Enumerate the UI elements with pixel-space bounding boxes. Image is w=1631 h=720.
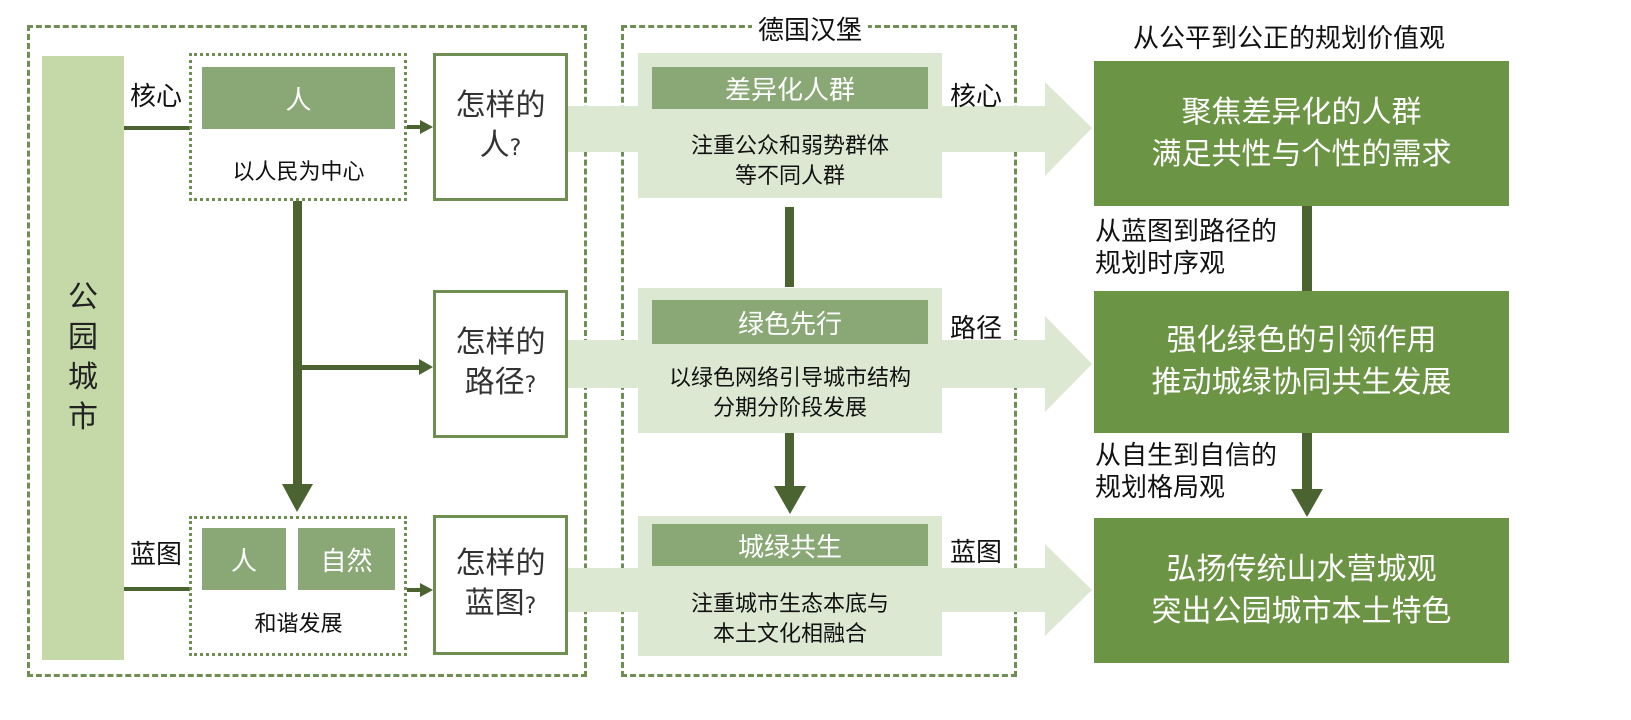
people-center-text: 以人民为中心 <box>232 160 365 185</box>
right-connector-1 <box>1302 206 1312 291</box>
people-group <box>189 53 407 201</box>
question-people-line1: 怎样的 <box>455 87 546 123</box>
right-link-1: 从蓝图到路径的 规划时序观 <box>1095 216 1277 280</box>
right-box-1-line1: 聚焦差异化的人群 <box>1181 94 1422 130</box>
park-city-char-2: 园 <box>68 320 98 355</box>
right-box-2-line1: 强化绿色的引领作用 <box>1166 323 1437 358</box>
right-box-3-line2: 突出公园城市本土特色 <box>1151 593 1452 629</box>
mid-panel-3-line1: 注重城市生态本底与 <box>690 592 889 617</box>
right-link-1-line2: 规划时序观 <box>1095 249 1226 279</box>
mid-panel-3-text: 注重城市生态本底与 本土文化相融合 <box>638 590 942 650</box>
right-box-3-line1: 弘扬传统山水营城观 <box>1166 551 1437 587</box>
question-blueprint: 怎样的 蓝图? <box>433 515 568 655</box>
mid-panel-1-line2: 等不同人群 <box>734 164 845 189</box>
label-blueprint-left: 蓝图 <box>130 540 183 570</box>
question-people-mark: ? <box>509 135 522 161</box>
right-link-1-line1: 从蓝图到路径的 <box>1095 217 1278 247</box>
question-path: 怎样的 路径? <box>433 290 568 438</box>
right-box-2: 强化绿色的引领作用 推动城绿协同共生发展 <box>1094 291 1509 433</box>
mid-panel-2-line1: 以绿色网络引导城市结构 <box>668 366 911 391</box>
right-arrowhead-down <box>1291 489 1323 517</box>
arrowhead-people-to-question <box>420 120 433 134</box>
mid-arrowhead-down <box>774 486 806 514</box>
park-city-char-1: 公 <box>68 280 98 315</box>
question-people: 怎样的 人? <box>433 53 568 201</box>
middle-title: 德国汉堡 <box>752 10 869 47</box>
mid-panel-3-head: 城绿共生 <box>652 524 928 566</box>
park-city-bar: 公 园 城 市 <box>42 56 124 660</box>
question-path-line2: 路径 <box>464 364 525 400</box>
branch-to-path <box>302 365 422 370</box>
mid-panel-3-line2: 本土文化相融合 <box>712 622 867 647</box>
mid-panel-2-text: 以绿色网络引导城市结构 分期分阶段发展 <box>638 364 942 424</box>
question-path-line1: 怎样的 <box>455 324 546 360</box>
arrowhead-to-path <box>419 359 433 375</box>
right-link-2-line2: 规划格局观 <box>1095 473 1226 503</box>
right-box-3: 弘扬传统山水营城观 突出公园城市本土特色 <box>1094 518 1509 663</box>
mid-connector-1 <box>785 207 794 287</box>
harmony-text: 和谐发展 <box>254 612 343 637</box>
right-title: 从公平到公正的规划价值观 <box>1133 24 1446 54</box>
mid-panel-1-line1: 注重公众和弱势群体 <box>690 134 889 159</box>
mid-side-label-path: 路径 <box>950 314 1003 344</box>
question-people-line2: 人 <box>479 127 510 163</box>
label-core-left: 核心 <box>130 82 183 112</box>
mid-side-label-core: 核心 <box>950 82 1003 112</box>
arrowhead-down-left <box>282 484 313 512</box>
right-connector-2 <box>1302 433 1312 491</box>
connector-blueprint <box>124 587 190 591</box>
right-link-2: 从自生到自信的 规划格局观 <box>1095 440 1277 504</box>
question-blueprint-line1: 怎样的 <box>455 545 546 581</box>
question-blueprint-mark: ? <box>524 593 537 619</box>
mid-side-label-blueprint: 蓝图 <box>950 538 1003 568</box>
right-box-1: 聚焦差异化的人群 满足共性与个性的需求 <box>1094 61 1509 206</box>
right-link-2-line1: 从自生到自信的 <box>1095 441 1278 471</box>
vertical-connector-left <box>293 201 302 485</box>
harmony-nature-box: 自然 <box>298 528 395 590</box>
arrowhead-harmony-to-question <box>420 583 433 597</box>
right-box-1-line2: 满足共性与个性的需求 <box>1151 136 1452 172</box>
park-city-char-4: 市 <box>68 400 98 435</box>
mid-panel-1-head: 差异化人群 <box>652 67 928 109</box>
mid-panel-1-text: 注重公众和弱势群体 等不同人群 <box>638 132 942 192</box>
connector-core <box>124 126 190 130</box>
right-box-2-line2: 推动城绿协同共生发展 <box>1151 365 1452 400</box>
mid-connector-2 <box>785 433 794 488</box>
question-blueprint-line2: 蓝图 <box>464 585 525 621</box>
harmony-group <box>189 516 407 656</box>
people-box: 人 <box>202 67 395 129</box>
mid-panel-2-head: 绿色先行 <box>652 300 928 344</box>
park-city-char-3: 城 <box>68 360 98 395</box>
harmony-people-box: 人 <box>202 528 286 590</box>
mid-panel-2-line2: 分期分阶段发展 <box>712 396 867 421</box>
question-path-mark: ? <box>524 372 537 398</box>
